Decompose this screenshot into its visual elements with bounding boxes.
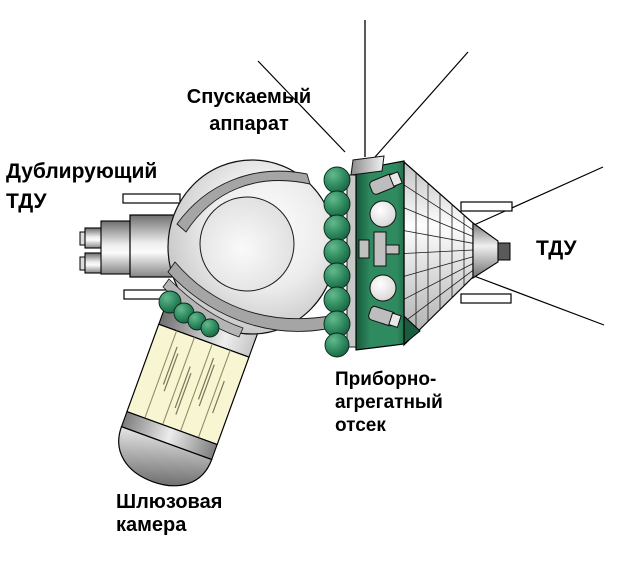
callout-bar-right-top — [460, 201, 513, 212]
label-descent-module: Спускаемый аппарат — [168, 84, 330, 138]
label-airlock-chamber: Шлюзовая камера — [116, 491, 222, 537]
callout-bar-left-top — [122, 193, 181, 204]
panel-thruster-bottom — [368, 305, 402, 328]
backup-tdu-nozzle-bottom — [84, 252, 104, 274]
sphere-band-top — [176, 170, 311, 233]
backup-tdu-nozzle-top — [84, 227, 104, 249]
airlock-handrails — [162, 346, 225, 415]
antenna-line-upper-left — [257, 60, 346, 153]
equipment-ball — [323, 166, 351, 194]
thruster-cap — [388, 312, 402, 328]
label-line: камера — [116, 514, 187, 536]
tdu-nozzle-tip — [497, 242, 511, 261]
airlock-dome-cap — [118, 425, 213, 487]
hatch-circle — [199, 196, 295, 292]
thruster-cap — [388, 171, 403, 187]
label-line: Спускаемый — [186, 86, 312, 108]
tank-circle-lower — [369, 274, 397, 302]
antenna-base-cylinder — [350, 155, 385, 176]
airlock-joint-balls — [158, 290, 220, 338]
backup-tdu-cylinder-small — [100, 220, 132, 275]
label-line: аппарат — [209, 113, 289, 135]
label-line: Шлюзовая — [116, 491, 223, 513]
instrument-bar-right — [385, 244, 400, 255]
label-line: Приборно- — [335, 369, 437, 390]
equipment-ball — [324, 332, 350, 358]
antenna-line-upper-right — [374, 51, 469, 158]
cone-mesh-lines — [403, 172, 474, 334]
label-instrument-section: Приборно- агрегатный отсек — [335, 368, 443, 437]
tdu-frustum — [472, 221, 499, 280]
instrument-bar-center — [373, 231, 387, 267]
airlock-panel-lines — [144, 330, 231, 438]
instrument-aggregate-section — [323, 155, 511, 358]
tank-circle-upper — [369, 200, 397, 228]
antenna-line-right-up — [473, 166, 604, 226]
equipment-ball — [323, 238, 351, 266]
label-tdu: ТДУ — [536, 237, 577, 260]
label-line: агрегатный — [335, 392, 443, 413]
label-line: Дублирующий — [6, 160, 158, 183]
equipment-ball — [323, 190, 351, 218]
callout-bar-right-bottom — [460, 293, 512, 304]
label-line: отсек — [335, 415, 386, 436]
joint-ball — [200, 318, 220, 338]
label-backup-tdu: Дублирующий ТДУ — [6, 157, 157, 217]
equipment-ball-column — [323, 166, 351, 358]
equipment-ball — [323, 286, 351, 314]
instrument-bar-left — [358, 239, 370, 259]
equipment-ball — [323, 214, 351, 242]
label-line: ТДУ — [536, 237, 577, 260]
panel-thruster-top — [369, 171, 403, 195]
mesh-cone — [403, 160, 474, 347]
antenna-line-right-down — [473, 275, 605, 326]
equipment-ball — [323, 262, 351, 290]
label-line: ТДУ — [6, 190, 47, 213]
